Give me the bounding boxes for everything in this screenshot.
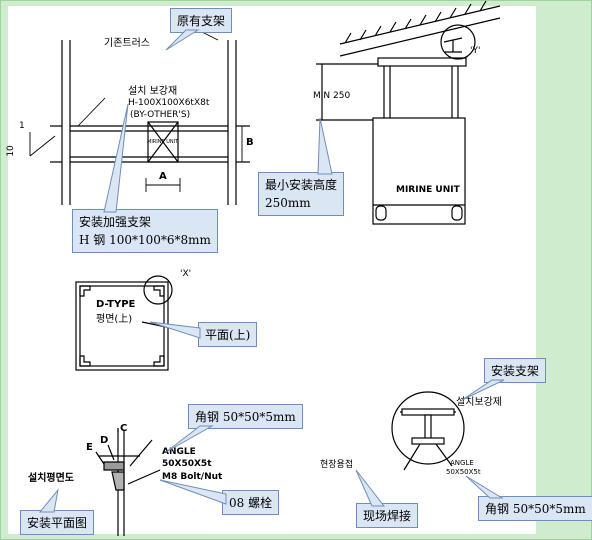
callout-reinforce-spec: H 钢 100*100*6*8mm bbox=[79, 233, 211, 247]
callout-existing-support: 原有支架 bbox=[170, 8, 233, 33]
letter-d-label: D bbox=[100, 435, 109, 446]
pointer-existing-support bbox=[165, 29, 200, 51]
by-others-label: (BY-OTHER'S) bbox=[130, 110, 191, 120]
d-type-label: D-TYPE bbox=[96, 299, 136, 310]
pointer-reinforce-support bbox=[103, 103, 129, 213]
roof-line-bottom bbox=[339, 17, 501, 57]
bolt-label: M8 Bolt/Nut bbox=[162, 472, 223, 482]
callout-min-height-title: 最小安装高度 bbox=[265, 178, 338, 192]
pointer-install-plan bbox=[38, 488, 59, 513]
pointer-bolt bbox=[159, 479, 227, 505]
callout-pointer-group bbox=[38, 29, 505, 513]
plan-corner-bottom-left bbox=[79, 355, 91, 367]
plan-top-ko-label: 평면(上) bbox=[96, 314, 133, 325]
pointer-angle-steel-top bbox=[165, 425, 214, 453]
pointer-install-support bbox=[461, 379, 505, 401]
truss-elevation bbox=[50, 40, 250, 205]
callout-angle-steel-right: 角钢 50*50*5mm bbox=[478, 496, 592, 521]
field-weld-ko-label: 현장용접 bbox=[320, 460, 354, 470]
angle-size-label: 50X50X5t bbox=[162, 459, 212, 469]
callout-min-height: 最小安装高度 250mm bbox=[258, 172, 345, 216]
drawing-sheet bbox=[8, 6, 536, 534]
detail-x-circle bbox=[143, 275, 173, 305]
reinforce-leader bbox=[77, 97, 106, 127]
leader-e bbox=[95, 451, 105, 465]
plan-corner-top-right bbox=[153, 285, 165, 297]
detail-leader-bolt bbox=[127, 469, 161, 485]
upper-i-beam bbox=[443, 37, 463, 53]
unit-foot-left bbox=[375, 205, 387, 221]
detail-y-label: 'Y' bbox=[470, 46, 481, 56]
roof-hatching bbox=[344, 0, 487, 44]
h-beam-spec-label: H-100X100X6tX8t bbox=[128, 98, 210, 108]
bracket-detail-circle bbox=[391, 391, 465, 465]
install-plan-ko-label: 설치평면도 bbox=[28, 473, 74, 484]
dimension-lines bbox=[29, 31, 243, 192]
bracket-angle-leader bbox=[435, 443, 453, 467]
install-reinforce-label: 설치 보강재 bbox=[128, 86, 178, 97]
letter-e-label: E bbox=[86, 442, 93, 453]
min-250-label: MIN 250 bbox=[313, 91, 351, 101]
detail-y-circle bbox=[440, 24, 476, 60]
unit-foot-right bbox=[451, 205, 463, 221]
plan-corner-bottom-right bbox=[153, 355, 165, 367]
pointer-field-weld bbox=[355, 469, 386, 507]
callout-reinforce-title: 安装加强支架 bbox=[79, 215, 152, 229]
truss-leader bbox=[201, 31, 219, 41]
callout-install-support: 安装支架 bbox=[484, 358, 547, 383]
detail-angle-leg bbox=[111, 471, 125, 491]
angle-label-2: ANGLE bbox=[450, 459, 474, 467]
slope-line bbox=[29, 135, 56, 157]
section-view bbox=[316, 0, 501, 225]
unit-box-large bbox=[372, 117, 466, 225]
callout-min-height-value: 250mm bbox=[265, 196, 311, 210]
unit-large-label: MIRINE UNIT bbox=[396, 185, 460, 195]
bracket-weld-leader bbox=[403, 443, 421, 471]
callout-field-weld: 现场焊接 bbox=[356, 503, 419, 528]
angle-size-label-2: 50X50X5t bbox=[446, 468, 481, 476]
corner-detail bbox=[95, 428, 161, 536]
callout-angle-steel-top: 角钢 50*50*5mm bbox=[188, 404, 303, 429]
dimension-a-label: A bbox=[159, 171, 167, 182]
pointer-plan-top bbox=[149, 321, 201, 339]
existing-truss-label: 기존트러스 bbox=[104, 38, 150, 49]
pointer-min-height bbox=[317, 117, 333, 175]
angle-label: ANGLE bbox=[162, 447, 196, 457]
callout-plan-top: 平面(上) bbox=[198, 322, 258, 347]
bracket-bottom-flange bbox=[411, 437, 445, 445]
install-reinforce-ko2-label: 설치보강제 bbox=[456, 397, 502, 408]
detail-x-label: 'X' bbox=[180, 269, 192, 279]
detail-angle-plate bbox=[103, 461, 125, 471]
pointer-angle-steel-right bbox=[465, 475, 504, 499]
slope-1-label: 1 bbox=[19, 121, 25, 131]
callout-install-plan: 安装平面图 bbox=[20, 510, 95, 535]
unit-box-small bbox=[147, 121, 179, 163]
dimension-b-label: B bbox=[246, 137, 254, 148]
bracket-detail bbox=[391, 391, 465, 471]
leader-d bbox=[107, 444, 115, 461]
top-plate bbox=[377, 57, 467, 67]
unit-box-diagonal-2 bbox=[147, 121, 179, 163]
plan-corner-top-left bbox=[79, 285, 91, 297]
unit-small-label: MIRINE UNIT bbox=[147, 139, 179, 145]
detail-leader-angle bbox=[129, 439, 153, 467]
callout-reinforce-support: 安装加强支架 H 钢 100*100*6*8mm bbox=[72, 209, 218, 253]
callout-bolt: 08 螺栓 bbox=[222, 490, 280, 515]
letter-c-label: C bbox=[120, 423, 128, 434]
